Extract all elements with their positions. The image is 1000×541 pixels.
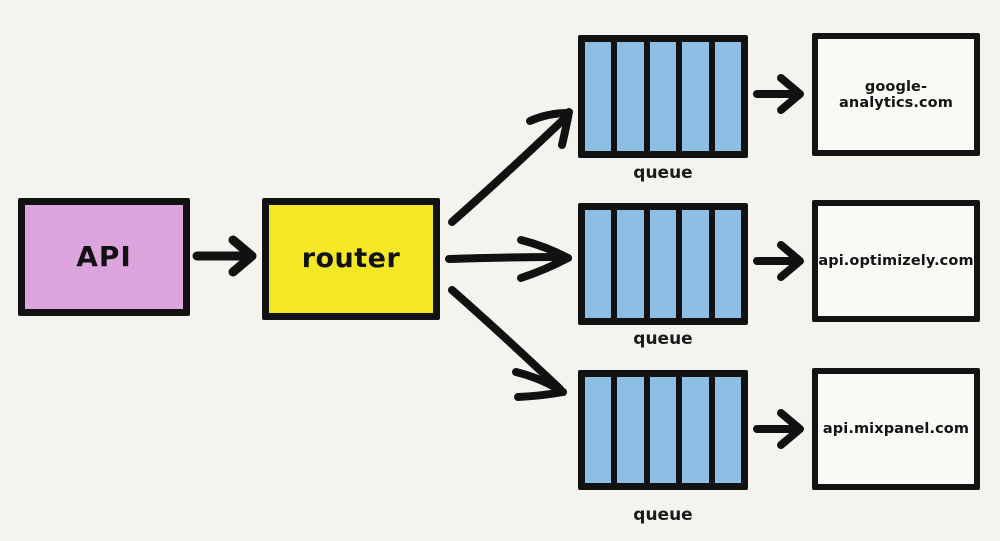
destination-box-google-analytics[interactable]: google-analytics.com bbox=[812, 33, 980, 156]
destination-label-mixpanel: api.mixpanel.com bbox=[822, 421, 970, 437]
queue-cell bbox=[682, 210, 709, 318]
node-router[interactable]: router bbox=[262, 198, 440, 320]
queue-cell bbox=[585, 210, 612, 318]
arrow-queue-3-to-destination-3 bbox=[753, 409, 804, 449]
node-api-label: API bbox=[76, 239, 132, 273]
queue-caption-1: queue bbox=[633, 163, 693, 183]
queue-cell bbox=[682, 377, 709, 483]
arrow-queue-1-to-destination-1 bbox=[753, 74, 804, 114]
queue-cell bbox=[714, 42, 742, 151]
queue-cell bbox=[617, 42, 644, 151]
queue-box-2[interactable] bbox=[578, 203, 748, 325]
queue-cell bbox=[714, 210, 742, 318]
destination-label-optimizely: api.optimizely.com bbox=[818, 253, 974, 269]
queue-cell bbox=[649, 42, 677, 151]
arrow-router-to-queue-2 bbox=[445, 236, 572, 282]
queue-cell bbox=[649, 210, 677, 318]
node-api[interactable]: API bbox=[18, 198, 190, 316]
queue-box-3[interactable] bbox=[578, 370, 748, 490]
queue-cell bbox=[714, 377, 742, 483]
arrow-queue-2-to-destination-2 bbox=[753, 241, 804, 281]
queue-cell bbox=[585, 42, 612, 151]
arrow-router-to-queue-1 bbox=[448, 108, 573, 226]
queue-cell bbox=[682, 42, 709, 151]
queue-cell bbox=[617, 377, 644, 483]
arrow-api-to-router bbox=[192, 235, 257, 277]
destination-label-google-analytics: google-analytics.com bbox=[839, 78, 953, 111]
node-router-label: router bbox=[301, 243, 401, 275]
queue-cell bbox=[649, 377, 677, 483]
arrow-router-to-queue-3 bbox=[448, 286, 567, 401]
destination-box-mixpanel[interactable]: api.mixpanel.com bbox=[812, 368, 980, 490]
queue-caption-2: queue bbox=[633, 329, 693, 349]
queue-box-1[interactable] bbox=[578, 35, 748, 158]
destination-box-optimizely[interactable]: api.optimizely.com bbox=[812, 200, 980, 322]
queue-cell bbox=[585, 377, 612, 483]
queue-cell bbox=[617, 210, 644, 318]
queue-caption-3: queue bbox=[633, 505, 693, 525]
